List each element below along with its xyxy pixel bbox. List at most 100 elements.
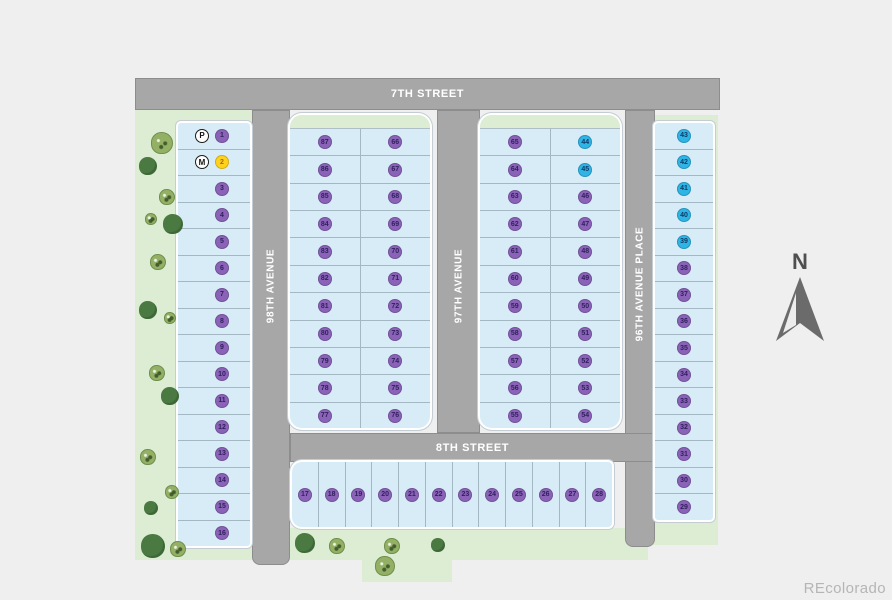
lot-cell: 38 (655, 254, 713, 282)
lot-cell: 21 (398, 462, 425, 527)
lot-badge: 41 (677, 181, 691, 196)
block-green-header (290, 115, 430, 129)
lot-cell: 73 (360, 319, 430, 347)
street-7th-label: 7TH STREET (390, 88, 465, 100)
lot-badge: 58 (507, 326, 522, 341)
lot-cell: 54 (550, 401, 620, 428)
lot-badge: 44 (578, 135, 593, 150)
lot-badge: 1 (215, 128, 229, 143)
lot-badge: 19 (351, 487, 366, 502)
lot-badge: 56 (507, 381, 522, 396)
lot-cell: 51 (550, 319, 620, 347)
lot-badge: 3 (215, 181, 229, 196)
lot-cell: 50 (550, 292, 620, 319)
lot-cell: 45 (550, 155, 620, 182)
lot-cell: 72 (360, 292, 430, 319)
lot-cell: 74 (360, 346, 430, 374)
lot-badge: 22 (431, 487, 446, 502)
lot-badge: 34 (677, 367, 691, 382)
lot-badge: 48 (578, 244, 593, 259)
tree-icon (159, 189, 175, 205)
lot-cell: 69 (360, 210, 430, 237)
lot-badge: 32 (677, 420, 691, 435)
tree-icon (329, 538, 345, 554)
lot-cell: 32 (655, 413, 713, 441)
lot-cell: 86 (290, 155, 360, 182)
lot-badge: 9 (215, 340, 229, 355)
tree-icon (165, 485, 179, 499)
lot-badge: 31 (677, 447, 691, 462)
lot-badge: 14 (215, 473, 229, 488)
lot-cell: 71 (360, 264, 430, 292)
tree-icon (144, 501, 158, 515)
tree-icon (170, 541, 186, 557)
lot-badge: 18 (324, 487, 339, 502)
lot-badge: 51 (578, 326, 593, 341)
lot-badge: 75 (388, 381, 403, 396)
lot-cell: 39 (655, 228, 713, 255)
lot-cell: 46 (550, 182, 620, 210)
lot-badge: 70 (388, 244, 403, 259)
tree-icon (295, 533, 315, 553)
avenue-98th-label: 98TH AVENUE (265, 248, 277, 324)
lot-badge: 17 (297, 487, 312, 502)
lot-badge: 27 (565, 487, 580, 502)
lot-cell: 36 (655, 307, 713, 335)
lot-cell: 68 (360, 182, 430, 210)
watermark: REcolorado (803, 580, 886, 597)
lot-cell: 10 (178, 360, 250, 388)
lot-badge: 60 (507, 271, 522, 286)
lot-cell: 23 (451, 462, 479, 527)
lot-cell: 52 (550, 346, 620, 374)
lot-cell: 60 (480, 264, 550, 292)
lot-cell: 87 (290, 129, 360, 155)
lot-cell: 34 (655, 360, 713, 388)
lot-cell: 79 (290, 346, 360, 374)
lot-badge: 87 (317, 135, 332, 150)
lot-badge: 67 (388, 162, 403, 177)
lot-badge: 62 (507, 217, 522, 232)
lot-badge: 23 (458, 487, 473, 502)
lot-badge: 8 (215, 314, 229, 329)
lot-badge: 36 (677, 314, 691, 329)
lot-cell: 6 (178, 254, 250, 282)
avenue-96th-place: 96TH AVENUE PLACE (625, 110, 655, 547)
tree-icon (141, 534, 165, 558)
lot-badge: 83 (317, 244, 332, 259)
lot-badge: 35 (677, 341, 691, 356)
lot-badge: 76 (388, 408, 403, 423)
lot-badge: 46 (578, 189, 593, 204)
lot-cell: 16 (178, 519, 250, 547)
lot-badge: 5 (215, 234, 229, 249)
tree-icon (384, 538, 400, 554)
lot-badge: 69 (388, 217, 403, 232)
lot-badge: 84 (317, 217, 332, 232)
avenue-97th-label: 97TH AVENUE (453, 248, 464, 324)
lot-cell: 41 (655, 175, 713, 202)
avenue-96th-place-label: 96TH AVENUE PLACE (634, 226, 646, 342)
lot-cell: 57 (480, 346, 550, 374)
lot-cell: 42 (655, 148, 713, 176)
avenue-98th: 98TH AVENUE (252, 110, 290, 565)
lot-badge: 29 (677, 500, 691, 515)
lot-badge: 71 (388, 271, 403, 286)
lot-badge: 6 (215, 261, 229, 276)
lot-badge: 26 (538, 487, 553, 502)
lot-badge: 65 (507, 135, 522, 150)
lot-badge: 85 (317, 189, 332, 204)
lot-cell: 65 (480, 129, 550, 155)
lot-cell: 70 (360, 237, 430, 264)
lot-cell: 33 (655, 387, 713, 414)
lot-cell: 47 (550, 210, 620, 237)
lot-cell: 26 (531, 462, 559, 527)
lot-cell: 81 (290, 292, 360, 319)
lot-badge: 13 (215, 446, 229, 461)
lot-cell: 67 (360, 155, 430, 182)
lot-badge: 42 (677, 155, 691, 170)
lot-badge: 59 (507, 299, 522, 314)
lot-badge: 64 (507, 162, 522, 177)
lot-badge: 4 (215, 208, 229, 223)
